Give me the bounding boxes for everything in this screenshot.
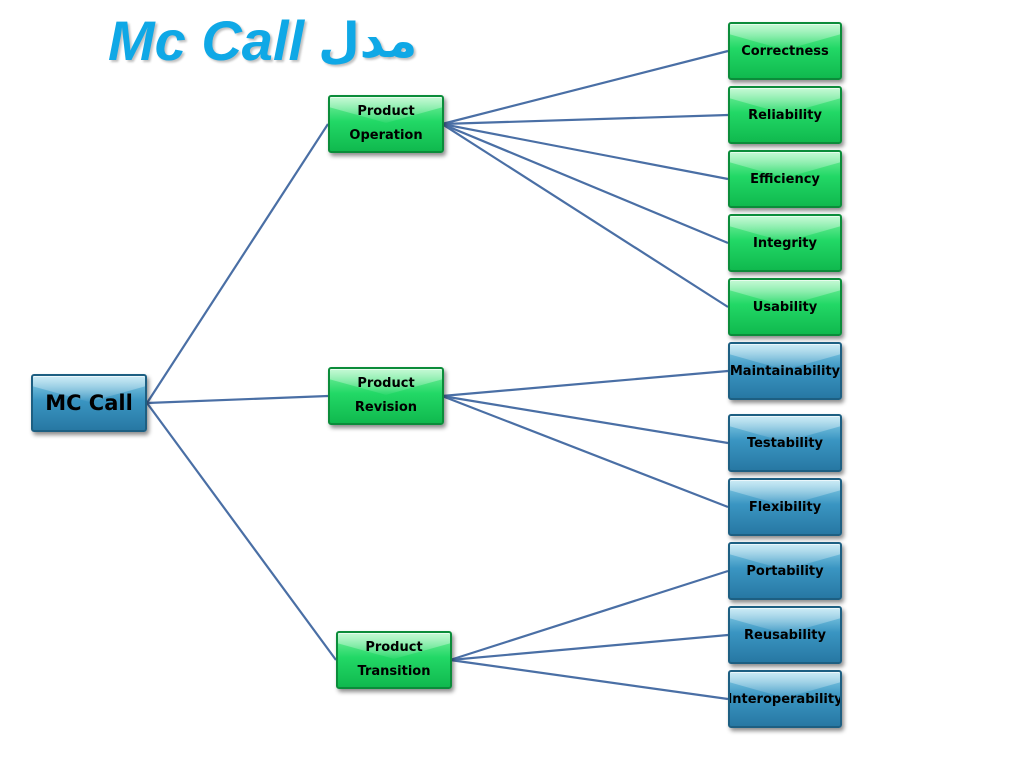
root-node: MC Call [31,374,147,432]
root-node-label: MC Call [45,391,133,415]
factor-label: Testability [746,435,824,451]
connector-operation-reliability [441,113,729,126]
factor-label: Correctness [741,43,829,59]
factor-flexibility: Flexibility [728,478,842,536]
factor-label: Portability [746,563,824,579]
title-arabic: مدل [318,13,418,69]
category-label: Product Transition [358,636,431,684]
category-line-2: Transition [357,664,431,679]
factor-maintainability: Maintainability [728,342,842,400]
factor-correctness: Correctness [728,22,842,80]
factor-reliability: Reliability [728,86,842,144]
factor-label: Efficiency [750,171,820,187]
category-line-2: Operation [349,128,423,143]
connector-root-revision [146,394,329,405]
category-line-1: Product [357,104,415,119]
factor-efficiency: Efficiency [728,150,842,208]
connector-revision-testability [441,394,729,445]
connector-root-operation [146,123,329,404]
title-latin: Mc Call [108,9,305,72]
factor-label: Reliability [748,107,822,123]
connector-operation-correctness [441,49,729,126]
connector-root-transition [146,402,337,661]
factor-label: Integrity [753,235,817,251]
connector-transition-portability [449,569,729,662]
factor-testability: Testability [728,414,842,472]
connector-revision-maintainability [441,369,729,398]
connector-operation-efficiency [441,122,729,181]
connector-operation-usability [441,123,729,308]
factor-portability: Portability [728,542,842,600]
category-product-operation: Product Operation [328,95,444,153]
category-product-revision: Product Revision [328,367,444,425]
category-label: Product Revision [355,372,417,420]
connector-transition-reusability [449,633,729,662]
category-line-2: Revision [354,400,418,415]
factor-interoperability: Interoperability [728,670,842,728]
category-product-transition: Product Transition [336,631,452,689]
connector-revision-flexibility [441,394,729,509]
factor-usability: Usability [728,278,842,336]
slide-title: Mc Call مدل [108,6,438,76]
factor-label: Reusability [744,627,826,643]
category-line-1: Product [357,376,415,391]
factor-label: Usability [752,299,818,315]
factor-label: Interoperability [728,691,842,707]
category-label: Product Operation [349,100,422,148]
factor-reusability: Reusability [728,606,842,664]
factor-label: Flexibility [748,499,822,515]
category-line-1: Product [365,640,423,655]
factor-label: Maintainability [729,363,841,379]
connector-operation-integrity [441,122,729,245]
factor-integrity: Integrity [728,214,842,272]
connector-transition-interoperability [449,658,729,701]
